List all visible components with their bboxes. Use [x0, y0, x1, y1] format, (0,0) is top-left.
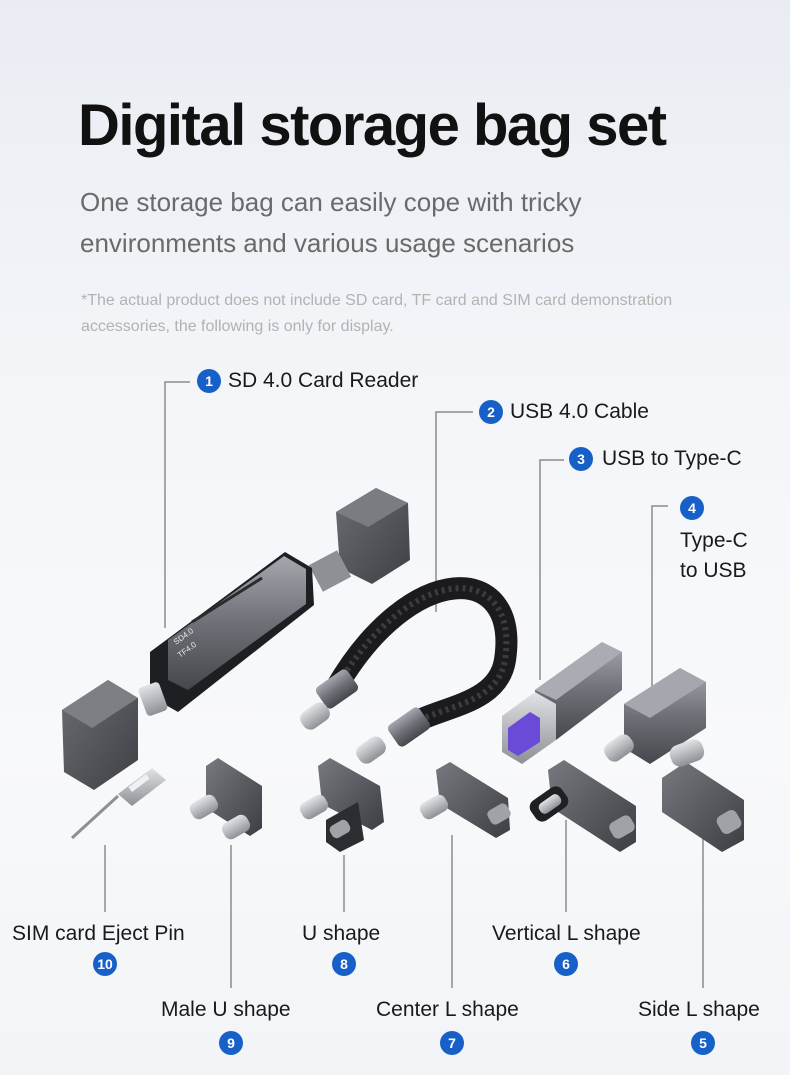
number-badge-4: 4 — [680, 496, 704, 520]
number-badge-9: 9 — [219, 1031, 243, 1055]
typec-to-usb-adapter — [604, 668, 706, 764]
number-badge-2: 2 — [479, 400, 503, 424]
leader-line-4 — [651, 505, 668, 688]
label-sim-eject-pin: SIM card Eject Pin — [12, 922, 185, 945]
note-line-1: *The actual product does not include SD … — [81, 292, 673, 309]
leader-line-1 — [164, 381, 190, 628]
leader-line-3 — [539, 459, 564, 680]
subtitle-line-1: One storage bag can easily cope with tri… — [80, 187, 582, 217]
callout-usb4-cable: 2 USB 4.0 Cable — [479, 400, 649, 424]
usb4-cable — [300, 577, 518, 764]
leader-lines — [104, 381, 704, 988]
vertical-l-shape-adapter — [529, 760, 636, 852]
note-line-2: accessories, the following is only for d… — [81, 318, 394, 335]
label-vertical-l-shape: Vertical L shape — [492, 922, 641, 945]
number-badge-1: 1 — [197, 369, 221, 393]
center-l-shape-adapter — [419, 762, 511, 838]
page-title: Digital storage bag set — [78, 93, 667, 158]
reader-usbc-plug — [138, 682, 168, 716]
reader-rear-cap — [336, 488, 410, 584]
leader-line-2 — [435, 411, 473, 612]
label-usb4-cable: USB 4.0 Cable — [510, 400, 649, 423]
reader-front-cap — [62, 680, 138, 790]
sim-eject-pin — [70, 768, 166, 840]
side-l-shape-adapter — [662, 739, 744, 852]
subtitle-line-2: environments and various usage scenarios — [80, 228, 575, 258]
label-side-l-shape: Side L shape — [638, 998, 760, 1021]
callout-sd-card-reader: 1 SD 4.0 Card Reader — [197, 369, 418, 393]
label-male-u-shape: Male U shape — [161, 998, 291, 1021]
card-reader-device: SD4.0 TF4.0 — [62, 488, 410, 790]
label-u-shape: U shape — [302, 922, 381, 945]
label-usb-to-typec: USB to Type-C — [602, 447, 742, 470]
callout-typec-to-usb: 4 Type-C to USB — [680, 492, 748, 586]
number-badge-6: 6 — [554, 952, 578, 976]
reader-body: SD4.0 TF4.0 — [150, 552, 314, 712]
u-shape-adapter — [299, 758, 384, 852]
label-center-l-shape: Center L shape — [376, 998, 519, 1021]
number-badge-8: 8 — [332, 952, 356, 976]
number-badge-10: 10 — [93, 952, 117, 976]
subtitle: One storage bag can easily cope with tri… — [80, 182, 720, 264]
number-badge-5: 5 — [691, 1031, 715, 1055]
number-badge-7: 7 — [440, 1031, 464, 1055]
callout-usb-to-typec: 3 USB to Type-C — [569, 447, 742, 471]
usb-to-typec-adapter — [502, 642, 622, 764]
label-typec-to-usb-line-1: Type-C — [680, 529, 748, 552]
disclaimer-note: *The actual product does not include SD … — [81, 288, 771, 340]
number-badge-3: 3 — [569, 447, 593, 471]
male-u-shape-adapter — [189, 758, 262, 840]
label-typec-to-usb-line-2: to USB — [680, 559, 747, 582]
label-sd-card-reader: SD 4.0 Card Reader — [228, 369, 419, 392]
